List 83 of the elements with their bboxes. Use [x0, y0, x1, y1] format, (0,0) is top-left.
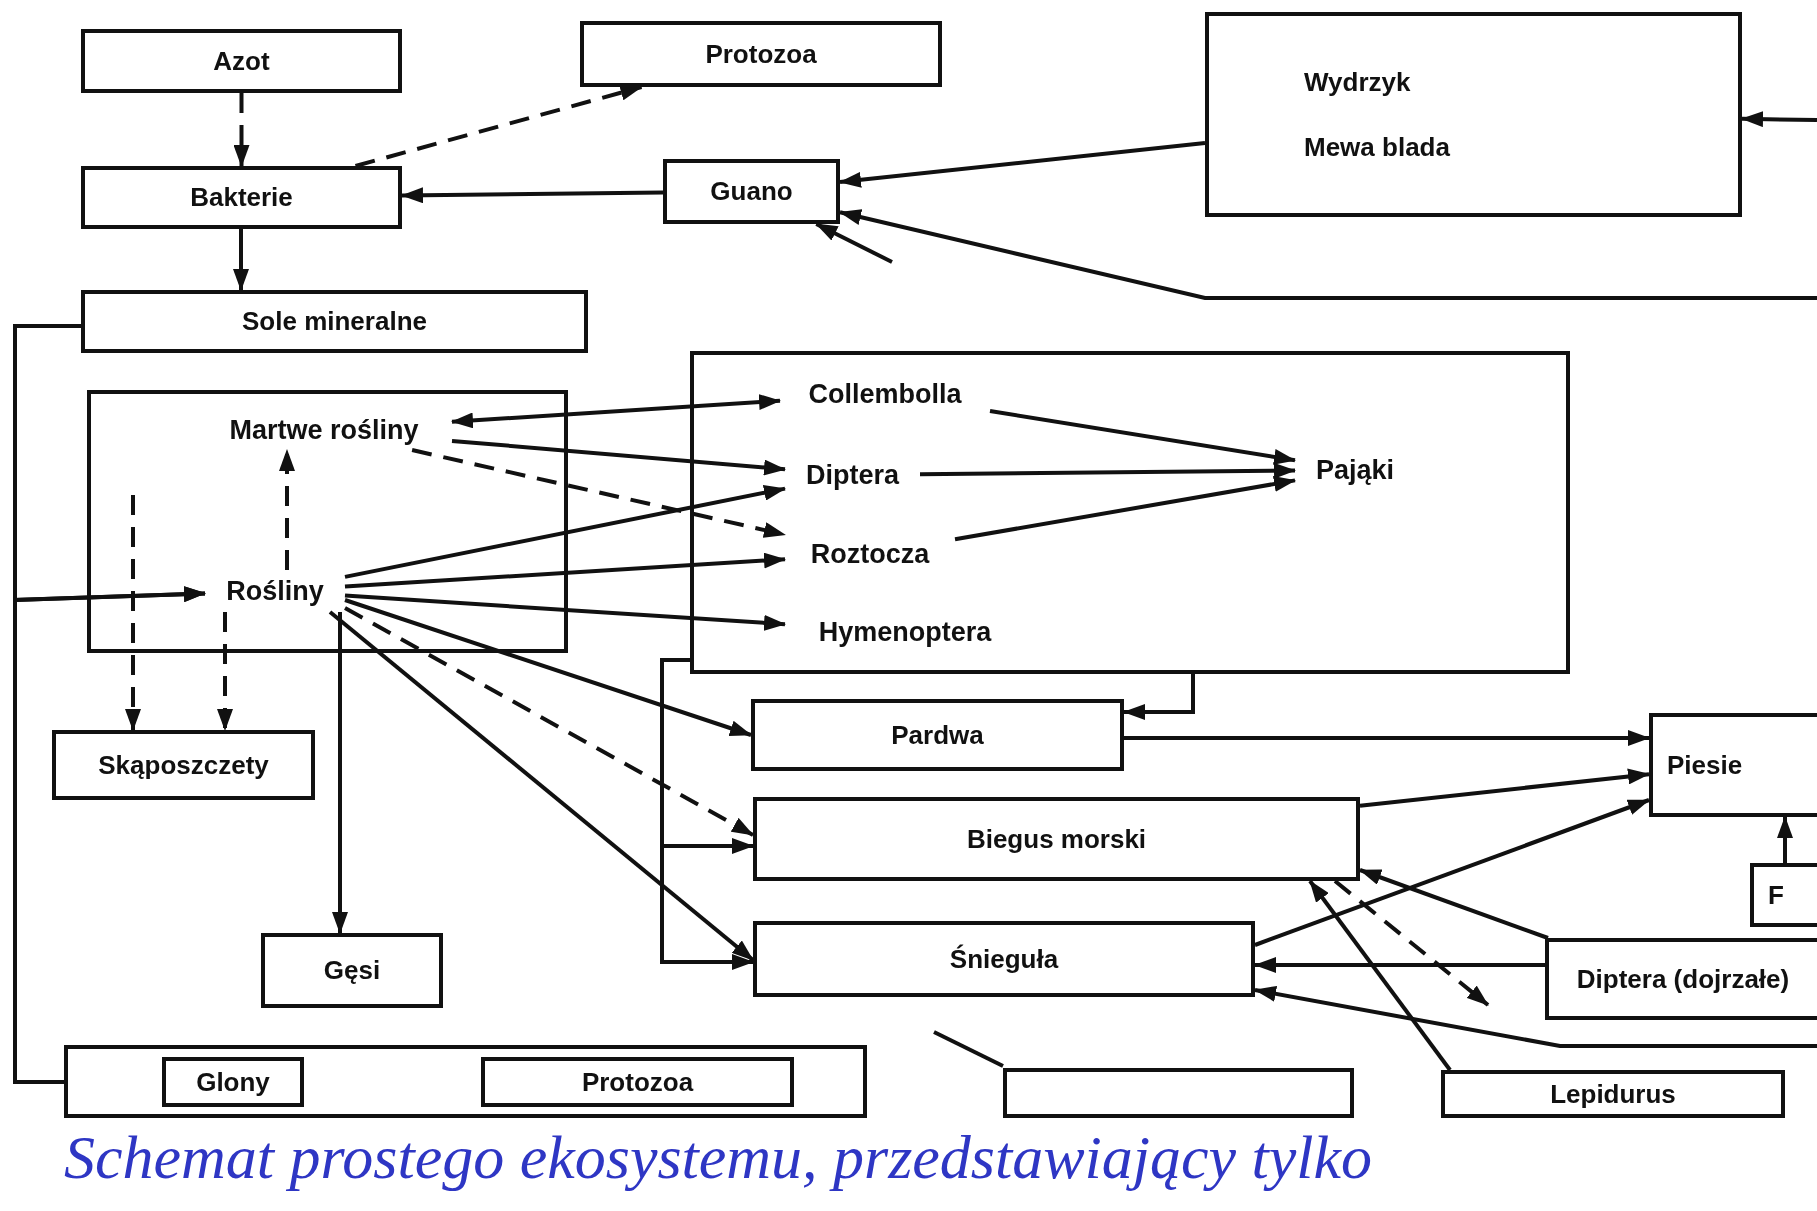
arrow — [13, 586, 206, 1084]
arrow — [279, 449, 295, 570]
arrow — [919, 462, 1296, 479]
group-box — [64, 1045, 867, 1118]
organism-label: Gęsi — [323, 955, 381, 986]
organism-label: Hymenoptera — [785, 612, 1025, 652]
organism-label: Protozoa — [581, 1066, 694, 1098]
organism-box — [1441, 1070, 1785, 1118]
arrow — [217, 612, 233, 731]
arrow — [411, 448, 786, 538]
organism-label: Piesie — [1667, 749, 1743, 781]
organism-label: Roztocza — [785, 534, 955, 574]
organism-box — [753, 797, 1360, 881]
arrow — [1359, 868, 1549, 940]
arrow — [839, 141, 1206, 188]
organism-box — [481, 1057, 794, 1107]
organism-label: Diptera (dojrzałe) — [1576, 963, 1790, 995]
arrow — [1333, 879, 1490, 1007]
arrow — [989, 409, 1296, 465]
organism-label: Biegus morski — [966, 823, 1147, 855]
organism-box — [751, 699, 1124, 771]
arrow — [344, 484, 786, 579]
group-box — [1003, 1068, 1354, 1118]
arrow — [1777, 816, 1793, 863]
organism-label: Glony — [196, 1066, 270, 1098]
arrow — [332, 612, 348, 934]
arrow — [1124, 730, 1650, 746]
arrow — [1254, 798, 1650, 947]
arrow — [344, 552, 786, 589]
organism-label: Guano — [710, 176, 793, 207]
organism-label: Pardwa — [891, 719, 984, 751]
arrow — [328, 610, 755, 962]
organism-box — [1205, 12, 1742, 217]
arrow — [1359, 768, 1650, 808]
arrow — [125, 495, 141, 731]
organism-box — [261, 933, 443, 1008]
organism-label: Sole mineralne — [242, 306, 427, 337]
connector-line — [933, 1030, 1004, 1068]
organism-label: Skąposzczety — [98, 749, 269, 781]
arrow — [344, 593, 786, 631]
arrow — [344, 598, 752, 737]
organism-box — [1545, 938, 1817, 1020]
arrow — [954, 476, 1296, 542]
arrow — [354, 84, 643, 168]
arrow — [1254, 985, 1817, 1048]
caption: Schemat prostego ekosystemu, przedstawiający tylko — [64, 1122, 1373, 1193]
arrow — [1254, 957, 1545, 973]
arrow — [451, 394, 781, 429]
organism-box — [580, 21, 942, 87]
organism-label: Śnieguła — [949, 943, 1059, 975]
arrow — [233, 229, 249, 291]
organism-label: Wydrzyk — [1304, 66, 1411, 98]
organism-box — [81, 290, 588, 353]
organism-label: Lepidurus — [1550, 1078, 1676, 1110]
arrow — [401, 187, 664, 204]
organism-label: Diptera — [785, 455, 920, 495]
group-box — [87, 390, 568, 653]
group-box — [690, 351, 1570, 674]
arrow — [233, 93, 250, 167]
organism-box — [1649, 713, 1817, 817]
arrow — [1741, 111, 1817, 128]
arrow — [815, 222, 893, 264]
organism-box — [1750, 863, 1817, 927]
organism-label: F — [1768, 879, 1784, 911]
organism-box — [52, 730, 315, 800]
arrow — [344, 606, 754, 837]
organism-label: Pająki — [1295, 450, 1415, 490]
arrow — [1308, 879, 1452, 1072]
organism-box — [663, 159, 840, 224]
organism-box — [81, 29, 402, 93]
organism-label: Rośliny — [205, 570, 345, 612]
organism-box — [753, 921, 1255, 997]
organism-label: Collembolla — [780, 374, 990, 414]
organism-label: Martwe rośliny — [196, 410, 452, 450]
organism-label: Mewa blada — [1304, 131, 1450, 163]
arrow — [451, 438, 786, 476]
organism-label: Azot — [213, 45, 270, 77]
organism-box — [81, 166, 402, 229]
organism-label: Protozoa — [705, 38, 817, 70]
arrow — [1123, 674, 1195, 720]
arrow — [839, 209, 1817, 300]
organism-label: Bakterie — [190, 182, 293, 213]
organism-box — [162, 1057, 304, 1107]
